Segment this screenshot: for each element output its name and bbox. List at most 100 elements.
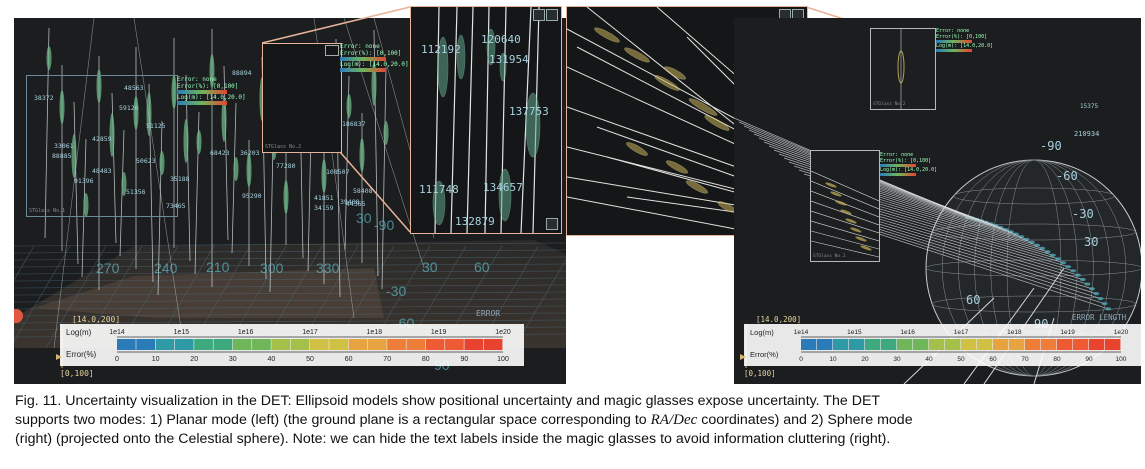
- err-tick-label: 40: [268, 356, 276, 363]
- glass-err-bar: [340, 57, 386, 61]
- glass-error-text: Error: none: [880, 152, 914, 158]
- magic-glass-top[interactable]: STGlass No.2: [870, 28, 936, 110]
- uncertainty-ellipsoid: [1097, 296, 1104, 301]
- colorbar-cell: [817, 339, 833, 350]
- uncertainty-stem: [878, 233, 1109, 310]
- grid-line: [14, 256, 566, 261]
- uncertainty-ellipsoid: [704, 115, 730, 131]
- point-label: 131954: [489, 53, 529, 66]
- uncertainty-ellipsoid: [1079, 277, 1086, 282]
- err-tick-label: 70: [383, 356, 391, 363]
- uncertainty-ellipsoid: [1060, 261, 1067, 265]
- colorbar-cell: [1089, 339, 1105, 350]
- log-label: Log(m): [750, 328, 774, 337]
- colorbar-cell: [865, 339, 881, 350]
- grid-line: [14, 312, 566, 317]
- glass-error-text: Error: none: [340, 43, 380, 50]
- colorbar-cell: [213, 339, 233, 350]
- glass-log-range-text: Log(m): [14.0,20.0]: [880, 167, 938, 173]
- uncertainty-ellipsoid: [233, 157, 239, 181]
- caption-radec: RA/Dec: [650, 412, 698, 428]
- grid-line: [14, 291, 566, 296]
- log-tick-label: 1e16: [900, 329, 915, 336]
- point-label: 77280: [276, 162, 296, 170]
- uncertainty-ellipsoid: [183, 119, 189, 163]
- uncertainty-ellipsoid: [96, 69, 102, 103]
- magic-glass-mid[interactable]: STGlass No.1: [810, 150, 880, 262]
- grid-line: [14, 249, 566, 254]
- grid-line: [14, 270, 566, 275]
- point-label: 91396: [74, 177, 94, 185]
- sphere-label: 60: [966, 293, 980, 307]
- uncertainty-ellipsoid: [845, 218, 857, 224]
- magic-glass-top[interactable]: STGlass No.2: [262, 43, 342, 153]
- sphere-label: -30: [1072, 207, 1094, 221]
- sphere-label: 210934: [1074, 130, 1099, 138]
- colorbar-cell: [155, 339, 175, 350]
- uncertainty-stem: [566, 196, 768, 236]
- point-label: 73465: [166, 202, 186, 210]
- colorbar-cell: [993, 339, 1009, 350]
- uncertainty-ellipsoid: [437, 36, 449, 98]
- glass-err-bar: [177, 90, 227, 94]
- colorbar-cell: [232, 339, 252, 350]
- colorbar-cell: [833, 339, 849, 350]
- uncertainty-stem: [811, 170, 879, 202]
- range-handle-marker: [56, 354, 62, 360]
- uncertainty-ellipsoid: [860, 245, 872, 251]
- colorbar-cell: [406, 339, 426, 350]
- uncertainty-ellipsoid: [830, 191, 842, 197]
- glass-log-bar: [880, 173, 916, 176]
- log-tick-label: 1e16: [238, 329, 254, 336]
- glass-top-info: Error: none Error(%): [0,100] Log(m): [1…: [936, 28, 993, 52]
- uncertainty-ellipsoid: [594, 27, 620, 43]
- uncertainty-stem: [848, 209, 1083, 280]
- grid-line: [14, 245, 71, 342]
- uncertainty-ellipsoid: [1101, 302, 1108, 306]
- err-tick-label: 20: [190, 356, 198, 363]
- glass-footer: STGlass No.1: [29, 208, 66, 214]
- colorbar-cell: [1025, 339, 1041, 350]
- uncertainty-ellipsoid: [498, 168, 512, 222]
- uncertainty-stem: [811, 240, 879, 258]
- uncertainty-ellipsoid: [688, 98, 718, 116]
- glass-log-range-text: Log(m): [14.0,20.0]: [936, 43, 994, 49]
- point-label: 111748: [419, 183, 459, 196]
- ground-axis-label: 60: [474, 259, 490, 275]
- point-label: 48563: [124, 84, 144, 92]
- colorbar-cell: [174, 339, 194, 350]
- sphere-label: -90: [1040, 139, 1062, 153]
- uncertainty-ellipsoid: [525, 92, 541, 158]
- uncertainty-stem: [73, 101, 79, 265]
- uncertainty-ellipsoid: [486, 28, 496, 66]
- close-button[interactable]: [546, 9, 558, 21]
- colorbar-cell: [913, 339, 929, 350]
- uncertainty-ellipsoid: [1075, 273, 1082, 277]
- uncertainty-ellipsoid: [46, 46, 52, 70]
- sphere-labels: -90-60-3030609021093415375: [966, 103, 1099, 331]
- resize-handle[interactable]: [546, 218, 558, 230]
- range-handle-marker: [740, 354, 746, 360]
- uncertainty-ellipsoid: [825, 182, 837, 188]
- magic-glass-small[interactable]: Error: none Error(%): [0,100] Log(m): [1…: [26, 75, 246, 217]
- parallel: [925, 259, 1141, 277]
- uncertainty-ellipsoid: [1105, 307, 1112, 311]
- log-tick-label: 1e15: [847, 329, 862, 336]
- point-label: 33061: [54, 142, 74, 150]
- error-axis-label: ERROR: [476, 309, 500, 318]
- err-tick-label: 90: [1085, 356, 1093, 363]
- err-tick-label: 60: [345, 356, 353, 363]
- point-label: 50623: [136, 157, 156, 165]
- glass-mid-info: Error: none Error(%): [0,100] Log(m): [1…: [880, 152, 937, 176]
- err-tick-label: 30: [893, 356, 901, 363]
- glass-log-range-text: Log(m): [14.0,20.0]: [177, 94, 246, 101]
- point-label: 120640: [481, 33, 521, 46]
- glass-close-controls[interactable]: [325, 45, 339, 56]
- uncertainty-stem: [185, 74, 191, 262]
- glass-footer: STGlass No.2: [873, 102, 906, 107]
- minimize-button[interactable]: [533, 9, 545, 21]
- ground-axis-label: -90: [374, 217, 394, 233]
- log-range-label: [14.0,200]: [72, 315, 120, 324]
